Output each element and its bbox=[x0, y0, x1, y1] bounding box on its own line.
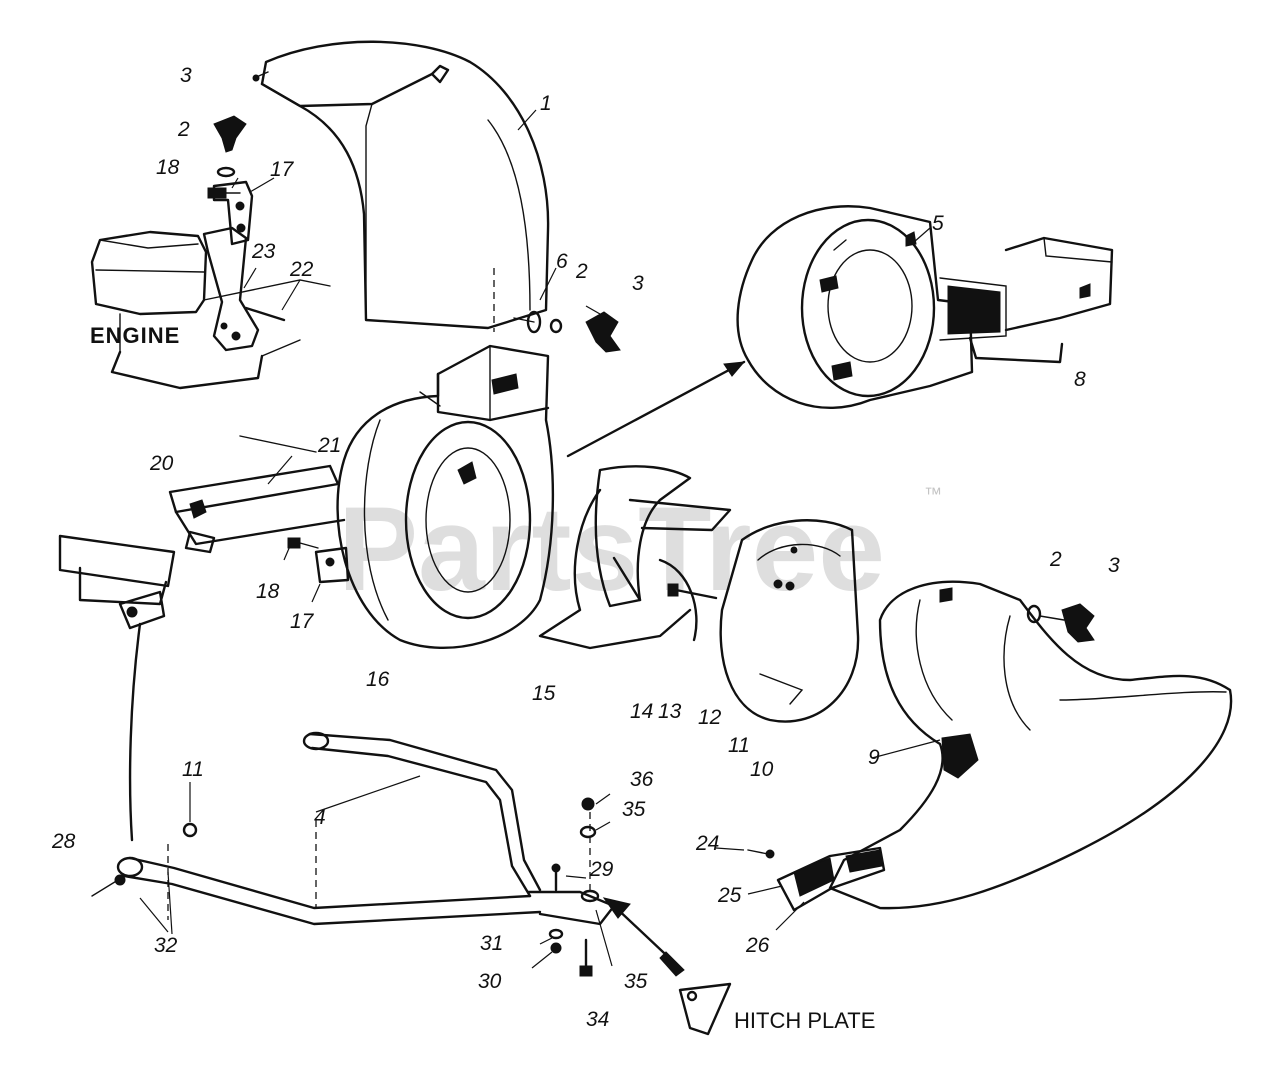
leader-lines bbox=[139, 109, 941, 969]
callout-1: 1 bbox=[540, 92, 552, 115]
callout-26: 26 bbox=[745, 934, 770, 957]
hitch-plate bbox=[678, 982, 732, 1036]
callout-24: 24 bbox=[695, 832, 719, 855]
callout-12: 12 bbox=[698, 706, 722, 729]
callout-11: 11 bbox=[728, 734, 750, 757]
callout-3: 3 bbox=[632, 272, 644, 295]
inset-arrow bbox=[566, 360, 746, 458]
callout-17: 17 bbox=[270, 158, 295, 181]
callout-11: 11 bbox=[182, 758, 204, 781]
screw-24 bbox=[747, 849, 775, 859]
callout-3: 3 bbox=[180, 64, 192, 87]
callout-13: 13 bbox=[658, 700, 682, 723]
callout-10: 10 bbox=[750, 758, 774, 781]
callout-28: 28 bbox=[51, 830, 76, 853]
impeller bbox=[538, 465, 732, 650]
trademark-symbol: ™ bbox=[924, 484, 942, 504]
callout-25: 25 bbox=[717, 884, 742, 907]
callout-9: 9 bbox=[868, 746, 880, 769]
callout-18: 18 bbox=[156, 156, 180, 179]
callout-17: 17 bbox=[290, 610, 315, 633]
callout-14: 14 bbox=[630, 700, 653, 723]
callout-16: 16 bbox=[366, 668, 390, 691]
washer-icon bbox=[216, 166, 236, 178]
callout-2: 2 bbox=[575, 260, 588, 283]
callout-35: 35 bbox=[624, 970, 648, 993]
callout-2: 2 bbox=[1049, 548, 1062, 571]
hitch-plate-label: HITCH PLATE bbox=[734, 1008, 875, 1033]
impeller-bolt bbox=[667, 583, 718, 600]
deflector-flap bbox=[776, 846, 886, 912]
bolt-18-top bbox=[207, 187, 241, 199]
lower-bracket bbox=[314, 546, 350, 584]
callout-30: 30 bbox=[478, 970, 502, 993]
callout-2: 2 bbox=[177, 118, 190, 141]
hitch-arrow bbox=[602, 897, 685, 977]
callout-35: 35 bbox=[622, 798, 646, 821]
callout-3: 3 bbox=[1108, 554, 1120, 577]
bolt-22 bbox=[244, 306, 286, 322]
callout-23: 23 bbox=[251, 240, 276, 263]
callout-6: 6 bbox=[556, 250, 568, 273]
callout-36: 36 bbox=[630, 768, 654, 791]
inset-housing bbox=[736, 205, 1114, 409]
chute-fastener bbox=[513, 310, 621, 353]
engine-block bbox=[90, 230, 331, 390]
knob-icon bbox=[213, 115, 247, 153]
tow-hardware bbox=[91, 797, 600, 977]
upper-chute bbox=[252, 40, 550, 330]
callout-32: 32 bbox=[154, 934, 178, 957]
engine-bracket bbox=[202, 226, 260, 352]
callout-18: 18 bbox=[256, 580, 280, 603]
support-frame bbox=[58, 435, 346, 606]
callout-29: 29 bbox=[589, 858, 614, 881]
callout-5: 5 bbox=[932, 212, 944, 235]
callout-8: 8 bbox=[1074, 368, 1086, 391]
callout-15: 15 bbox=[532, 682, 556, 705]
upper-bracket bbox=[212, 180, 254, 246]
backplate bbox=[719, 519, 860, 723]
callout-34: 34 bbox=[586, 1008, 609, 1031]
callout-4: 4 bbox=[314, 806, 326, 829]
callout-20: 20 bbox=[149, 452, 174, 475]
lower-chute bbox=[828, 580, 1233, 910]
callout-31: 31 bbox=[480, 932, 503, 955]
arm-mount bbox=[118, 590, 166, 842]
watermark-text: PartsTree bbox=[338, 482, 885, 616]
bolt-18-lower bbox=[287, 537, 319, 549]
callout-21: 21 bbox=[317, 434, 341, 457]
fan-housing bbox=[336, 344, 555, 650]
callout-22: 22 bbox=[289, 258, 314, 281]
engine-label: ENGINE bbox=[90, 323, 180, 348]
callout-labels: 1 2 2 2 3 3 3 4 5 6 8 9 10 11 11 12 13 1… bbox=[51, 64, 1120, 1031]
chute-knob-right bbox=[1026, 603, 1095, 643]
